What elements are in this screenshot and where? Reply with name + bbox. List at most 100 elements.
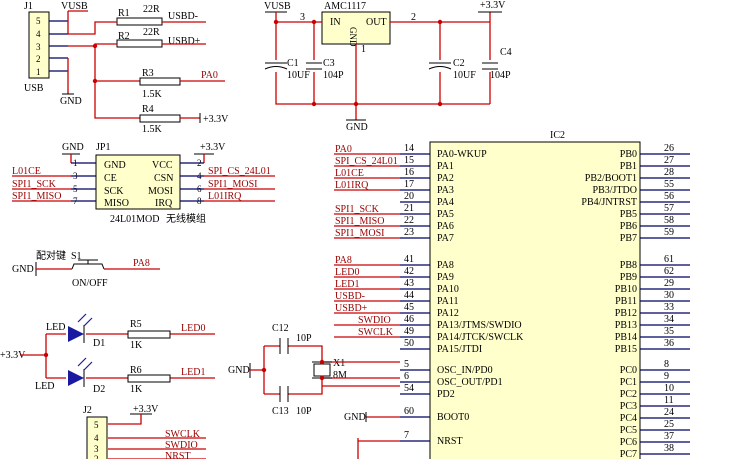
ic2-pin-name: PC2 xyxy=(620,389,637,400)
ic2-pin-name: PA5 xyxy=(437,209,454,220)
r3-body xyxy=(139,77,181,86)
ic2-pin-number: 14 xyxy=(404,143,414,154)
reg-pin-gnd-no: 1 xyxy=(361,44,366,55)
j2-pin-4: 4 xyxy=(94,433,99,443)
ic2-pin-number: 7 xyxy=(404,430,409,441)
ic2-pin-net: L01IRQ xyxy=(335,180,369,191)
led0-net: LED0 xyxy=(181,323,205,334)
c12-ref: C12 xyxy=(272,323,289,334)
ic2-pin-name: PC4 xyxy=(620,413,637,424)
ic2-pin-name: PA2 xyxy=(437,173,454,184)
c3-symbol xyxy=(306,62,322,70)
ic2-pin-name: PB12 xyxy=(615,308,637,319)
ic2-pin-number: 25 xyxy=(664,419,674,430)
ic2-pin-number: 49 xyxy=(404,326,414,337)
usb-connector-j1: J1 5 4 3 2 1 USB xyxy=(24,1,68,94)
regulator-block: VUSB AMC1117 IN OUT GND 3 2 1 +3.3V C1 1… xyxy=(264,0,512,133)
ic2-right-pin: PC4 24 xyxy=(620,407,690,424)
j1-pin-4: 4 xyxy=(36,29,41,39)
ic2-body xyxy=(429,141,641,463)
ic2-pin-name: PC6 xyxy=(620,437,637,448)
c3-ref: C3 xyxy=(323,58,335,69)
d2-led-icon xyxy=(68,370,84,386)
jp1-pin-miso-name: MISO xyxy=(104,198,129,209)
ic2-pin-name: PC1 xyxy=(620,377,637,388)
led1-net: LED1 xyxy=(181,367,205,378)
c4-value: 104P xyxy=(490,70,511,81)
ic2-pin-number: 6 xyxy=(404,371,409,382)
d2-label: LED xyxy=(35,381,54,392)
jp1-pin-gnd-name: GND xyxy=(104,160,126,171)
ic2-pin-number: 23 xyxy=(404,227,414,238)
j2-net-swdio: SWDIO xyxy=(165,440,198,451)
s1-state: ON/OFF xyxy=(72,278,108,289)
ic2-ref: IC2 xyxy=(550,130,565,141)
ic2-pin-name: PA1 xyxy=(437,161,454,172)
reg-vusb-label: VUSB xyxy=(264,1,291,12)
ic2-pin-number: 10 xyxy=(664,383,674,394)
x1-ref: X1 xyxy=(333,358,345,369)
ic2-pin-name: PA14/JTCK/SWCLK xyxy=(437,332,524,343)
ic2-pin-number: 35 xyxy=(664,326,674,337)
ic2-pin-number: 55 xyxy=(664,179,674,190)
ic2-pin-number: 44 xyxy=(404,290,414,301)
jp1-module: GND JP1 +3.3V GND CE SCK MISO VCC CSN MO… xyxy=(12,142,275,225)
ic2-pin-number: 34 xyxy=(664,314,674,325)
ic2-pin-name: PA3 xyxy=(437,185,454,196)
ic2-pin-number: 33 xyxy=(664,302,674,313)
r4-value: 1.5K xyxy=(142,124,163,135)
ic2-pin-name: PA8 xyxy=(437,260,454,271)
ic2-pin-number: 28 xyxy=(664,167,674,178)
r6-body xyxy=(127,374,171,383)
ic2-pin-number: 16 xyxy=(404,167,414,178)
j2-ref: J2 xyxy=(83,405,92,416)
ic2-pin-name: PD2 xyxy=(437,389,455,400)
ic2-pin-name: PA7 xyxy=(437,233,454,244)
j1-pin-2: 2 xyxy=(36,54,41,64)
j1-pin-5: 5 xyxy=(36,16,41,26)
ic2-pin-number: 27 xyxy=(664,155,674,166)
s1-symbol xyxy=(71,259,105,270)
reg-gnd-label: GND xyxy=(346,122,368,133)
crystal-block: C12 10P C13 10P X1 8M GND xyxy=(228,323,400,417)
jp1-net-spi-cs: SPI_CS_24L01 xyxy=(208,166,271,177)
ic2-pin-name: PA10 xyxy=(437,284,459,295)
ic2-pin-number: 38 xyxy=(664,443,674,454)
ic2-pin-name: PC7 xyxy=(620,449,637,459)
ic2-pin-name: PB11 xyxy=(615,296,637,307)
ic2-pin-number: 60 xyxy=(404,406,414,417)
c13-value: 10P xyxy=(296,406,312,417)
jp1-net-spi1-mosi: SPI1_MOSI xyxy=(208,179,257,190)
ic2-pin-name: PB4/JNTRST xyxy=(581,197,637,208)
ic2-right-pins: PB026PB127PB2/BOOT128PB3/JTDO55PB4/JNTRS… xyxy=(581,143,690,460)
r2-body xyxy=(116,39,163,48)
jp1-net-spi1-sck: SPI1_SCK xyxy=(12,179,57,190)
ic2-pin-number: 26 xyxy=(664,143,674,154)
r5-body xyxy=(127,330,171,339)
ic2-pin-number: 50 xyxy=(404,338,414,349)
ic2-pin-name: PB3/JTDO xyxy=(593,185,637,196)
ic2-pin-number: 24 xyxy=(664,407,674,418)
jp1-name: 24L01MOD xyxy=(110,214,159,225)
ic2-pin-name: BOOT0 xyxy=(437,412,469,423)
